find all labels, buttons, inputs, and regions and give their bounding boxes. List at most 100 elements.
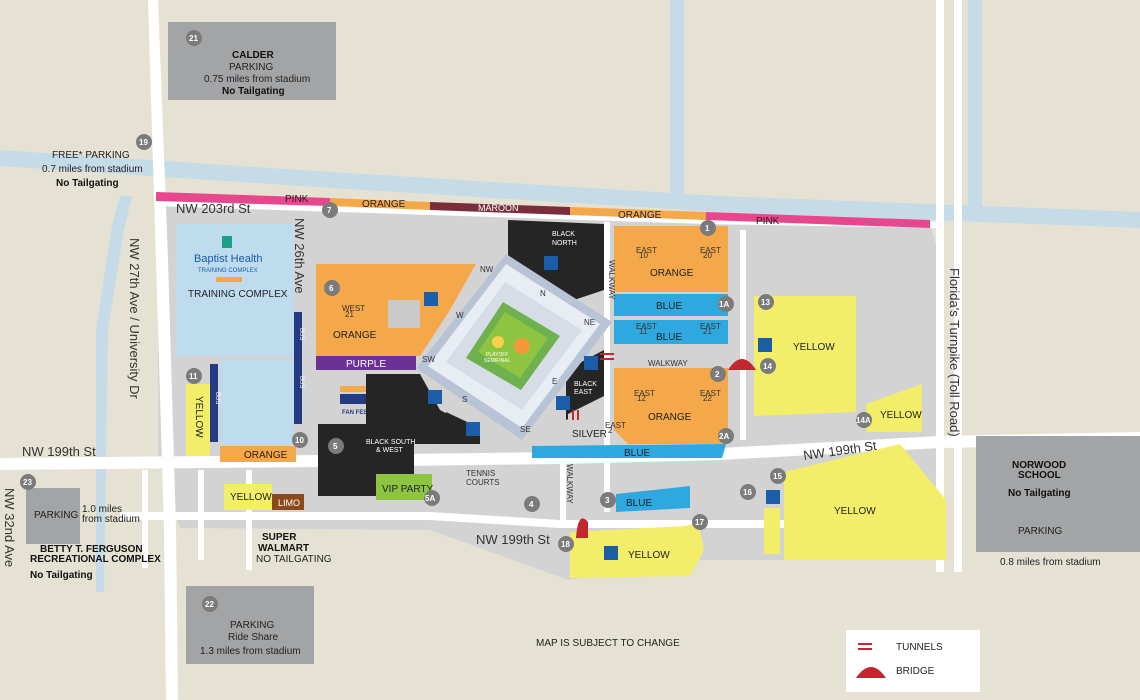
lot-west-orange: ORANGE (333, 330, 377, 341)
svg-text:22: 22 (205, 600, 214, 609)
betty-distance2: from stadium (82, 514, 140, 525)
east-2: EAST (605, 421, 626, 430)
svg-text:15: 15 (773, 472, 782, 481)
rideshare-label: PARKING (230, 620, 274, 631)
strip-maroon: MAROON (478, 203, 519, 213)
svg-text:18: 18 (561, 540, 570, 549)
training-brand-sub: TRAINING COMPLEX (198, 268, 258, 274)
tunnel-2 (572, 410, 579, 420)
legend-tunnels: TUNNELS (896, 642, 943, 653)
field-text-1: PLAYOFF (486, 352, 508, 358)
lot-black-south-west-2: & WEST (376, 447, 404, 454)
lot-yellow-16: YELLOW (834, 506, 876, 517)
yellow-lots: YELLOW YELLOW YELLOW YELLOW YELLOW ORANG… (186, 296, 946, 578)
lot-black-south-west-1: BLACK SOUTH (366, 439, 415, 446)
svg-text:1A: 1A (719, 300, 729, 309)
road-nw-26th: NW 26th Ave (292, 218, 307, 294)
lot-blue-1: BLUE (656, 301, 682, 312)
pin-13-icon: 13 (758, 294, 774, 310)
walkway-south: WALKWAY (565, 464, 574, 504)
walmart-name-1: SUPER (262, 532, 297, 543)
offsite-rideshare: PARKING Ride Share 1.3 miles from stadiu… (186, 586, 314, 664)
road-nw-199th-west: NW 199th St (22, 444, 96, 459)
svg-text:5A: 5A (425, 494, 435, 503)
east-11n: 11 (639, 327, 648, 336)
calder-type: PARKING (229, 62, 273, 73)
lot-black-east-1: BLACK (574, 381, 597, 388)
east-11: EAST (636, 322, 657, 331)
east-lots: EAST 10 EAST 20 ORANGE BLUE EAST 11 EAST… (532, 226, 728, 512)
pin-21-icon: 21 (186, 30, 202, 46)
pin-14-icon: 14 (760, 358, 776, 374)
tennis-courts-2: COURTS (466, 478, 500, 487)
lot-yellow-13: YELLOW (793, 342, 835, 353)
bridge-south (576, 518, 588, 538)
lot-blue-4: BLUE (626, 498, 652, 509)
accessible-icon (766, 490, 780, 504)
svg-text:5: 5 (333, 442, 338, 451)
svg-text:13: 13 (761, 298, 770, 307)
calder-note: No Tailgating (222, 86, 285, 97)
stadium: PLAYOFF SEMIFINAL NW N NE E SE S SW W (416, 254, 612, 440)
west-lots: WEST 21 ORANGE PURPLE FAN FEST (316, 264, 476, 418)
pin-4-icon: 4 (524, 496, 540, 512)
svg-text:10: 10 (295, 436, 304, 445)
rideshare-type: Ride Share (228, 632, 278, 643)
pin-18-icon: 18 (558, 536, 574, 552)
norwood-label: PARKING (1018, 526, 1062, 537)
road-nw-27th: NW 27th Ave / University Dr (127, 238, 142, 400)
map-disclaimer: MAP IS SUBJECT TO CHANGE (536, 638, 680, 649)
svg-text:1: 1 (705, 224, 710, 233)
road-nw-32nd: NW 32nd Ave (2, 488, 17, 567)
location-pins: 21 19 7 1 6 1A 13 2 14 11 14A 2A 10 5 15… (20, 30, 872, 612)
svg-text:7: 7 (327, 206, 332, 215)
norwood-note: No Tailgating (1008, 488, 1071, 499)
road-turnpike: Florida's Turnpike (Toll Road) (947, 268, 962, 437)
betty-name-2: RECREATIONAL COMPLEX (30, 554, 161, 565)
pin-23-icon: 23 (20, 474, 36, 490)
pin-3-icon: 3 (600, 492, 616, 508)
pin-22-icon: 22 (202, 596, 218, 612)
legend: TUNNELS BRIDGE (846, 630, 980, 692)
svg-text:14: 14 (763, 362, 772, 371)
training-label: TRAINING COMPLEX (188, 289, 288, 300)
svg-text:2: 2 (715, 370, 720, 379)
lot-limo: LIMO (278, 498, 300, 508)
pin-11-icon: 11 (186, 368, 202, 384)
lot-yellow-14a: YELLOW (880, 410, 922, 421)
accessible-icon (466, 422, 480, 436)
section-w: W (456, 311, 464, 320)
pin-19-icon: 19 (136, 134, 152, 150)
svg-text:14A: 14A (856, 416, 871, 425)
free-name: FREE* PARKING (52, 150, 130, 161)
tunnel-1 (600, 353, 614, 360)
lot-fanfest: FAN FEST (342, 410, 371, 416)
east-21: EAST (700, 322, 721, 331)
betty-note: No Tailgating (30, 570, 93, 581)
accessible-icon (544, 256, 558, 270)
section-se: SE (520, 425, 531, 434)
section-s: S (462, 395, 467, 404)
pin-5-icon: 5 (328, 438, 344, 454)
pin-2a-icon: 2A (718, 428, 734, 444)
svg-text:23: 23 (23, 478, 32, 487)
bus-label-2: BUS (298, 328, 304, 340)
walkway-north: WALKWAY (607, 260, 616, 300)
accessible-icon (556, 396, 570, 410)
free-note: No Tailgating (56, 178, 119, 189)
walkway-east: WALKWAY (648, 359, 688, 368)
betty-distance: 1.0 miles (82, 504, 122, 515)
svg-text:11: 11 (189, 372, 198, 381)
lot-yellow-17: YELLOW (628, 550, 670, 561)
accessible-icon (424, 292, 438, 306)
section-sw: SW (422, 355, 435, 364)
crossings (572, 353, 756, 538)
lot-black-north-2: NORTH (552, 240, 577, 247)
pin-1-icon: 1 (700, 220, 716, 236)
bus-label-1: BUS (214, 392, 220, 404)
betty-label: PARKING (34, 510, 78, 521)
accessible-icon (584, 356, 598, 370)
lot-west-sub: WEST (342, 304, 365, 313)
training-brand: Baptist Health (194, 253, 262, 265)
